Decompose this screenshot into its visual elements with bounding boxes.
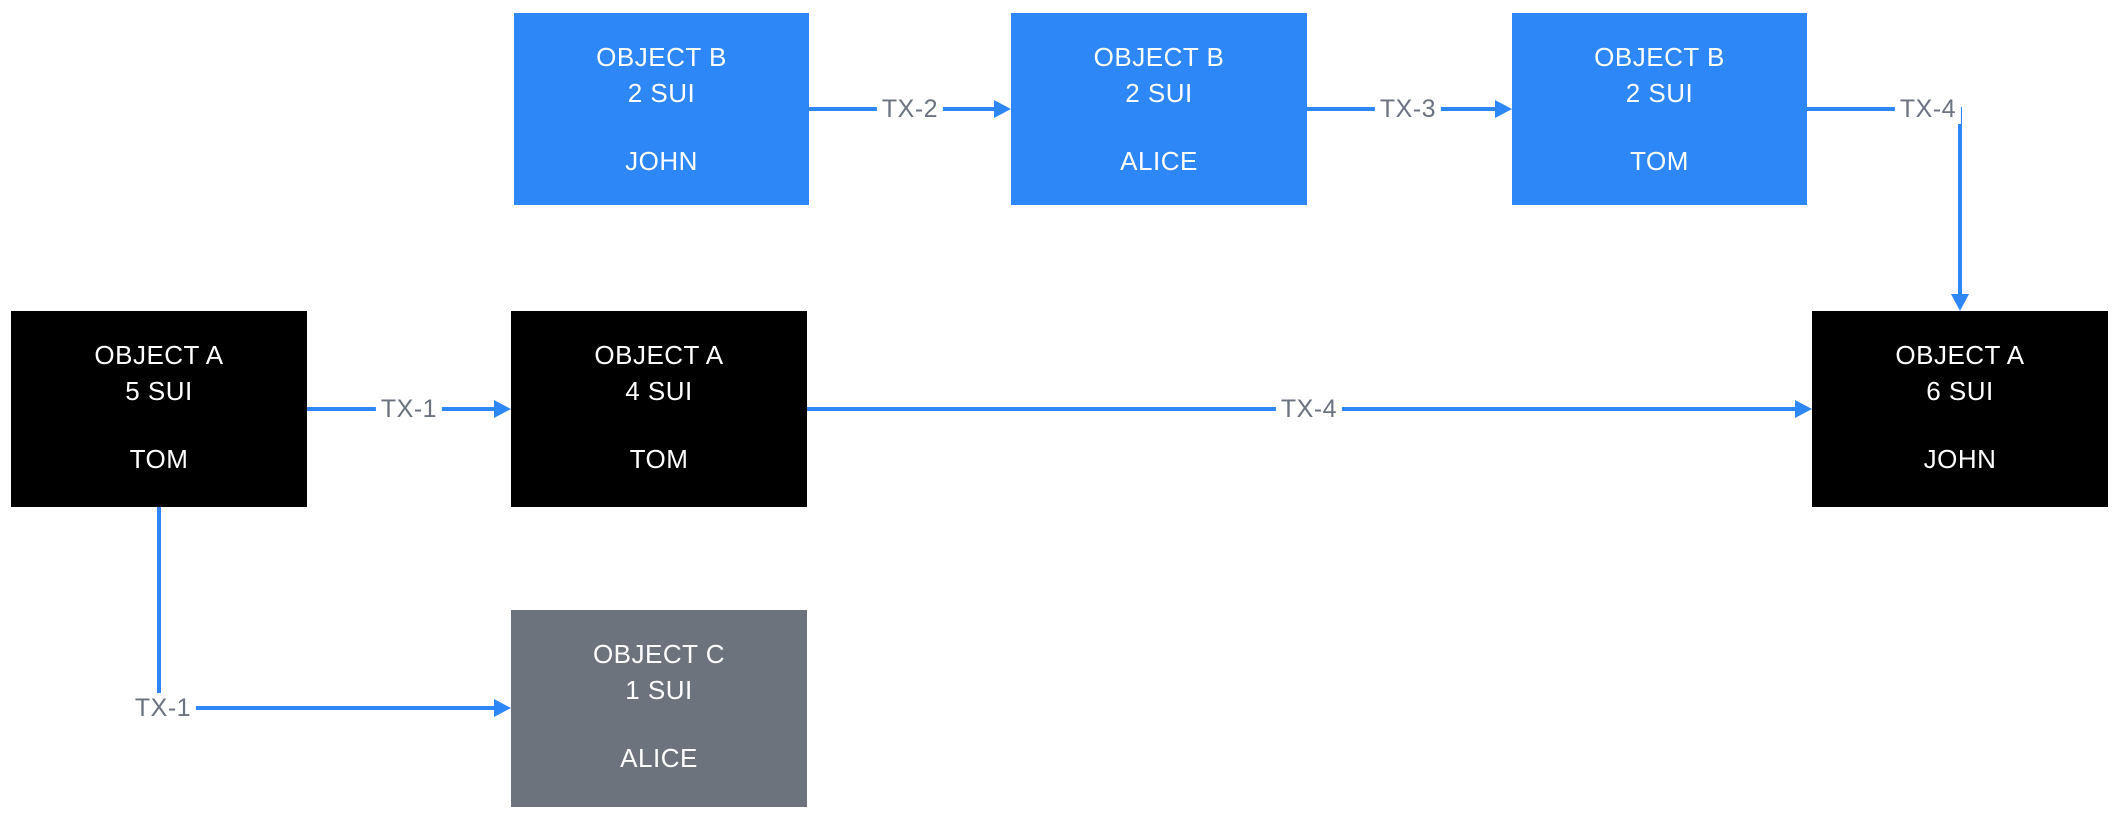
node-object-a-5-tom: OBJECT A 5 SUI TOM [11, 311, 307, 507]
node-title: OBJECT B [1594, 42, 1725, 72]
node-owner: TOM [1630, 146, 1689, 176]
tx1-edge-label: TX-1 [375, 394, 443, 424]
tx3-edge-label: TX-3 [1374, 94, 1442, 124]
node-title: OBJECT B [1093, 42, 1225, 72]
tx1-bottom-edge-label: TX-1 [129, 693, 197, 723]
tx3-arrowhead-icon [1495, 100, 1512, 118]
node-title: OBJECT A [594, 340, 724, 370]
node-amount: 6 SUI [1926, 376, 1994, 406]
node-object-b-alice: OBJECT B 2 SUI ALICE [1011, 13, 1307, 205]
node-title: OBJECT A [94, 340, 224, 370]
tx4-mid-edge-label: TX-4 [1275, 394, 1343, 424]
tx1-arrowhead-icon [494, 400, 511, 418]
tx1-bottom-line-horizontal [157, 706, 496, 710]
tx1-bottom-line-vertical [157, 507, 161, 710]
node-owner: TOM [129, 444, 189, 474]
node-object-b-john: OBJECT B 2 SUI JOHN [514, 13, 809, 205]
node-owner: JOHN [1923, 444, 1997, 474]
tx4-top-arrowhead-icon [1951, 294, 1969, 311]
node-amount: 2 SUI [1125, 78, 1193, 108]
tx1-bottom-arrowhead-icon [494, 699, 511, 717]
node-title: OBJECT B [596, 42, 727, 72]
tx4-top-edge-label: TX-4 [1894, 94, 1962, 124]
tx4-top-line-horizontal [1807, 107, 1962, 111]
node-amount: 4 SUI [625, 376, 693, 406]
node-owner: JOHN [625, 146, 698, 176]
node-amount: 2 SUI [627, 78, 696, 108]
node-owner: TOM [629, 444, 689, 474]
tx2-arrowhead-icon [994, 100, 1011, 118]
node-object-a-4-tom: OBJECT A 4 SUI TOM [511, 311, 807, 507]
node-title: OBJECT C [592, 639, 726, 669]
node-amount: 2 SUI [1625, 78, 1694, 108]
tx4-top-line-vertical [1958, 107, 1962, 296]
node-object-c-alice: OBJECT C 1 SUI ALICE [511, 610, 807, 807]
node-amount: 5 SUI [125, 376, 193, 406]
node-title: OBJECT A [1895, 340, 2025, 370]
tx4-mid-arrowhead-icon [1795, 400, 1812, 418]
node-amount: 1 SUI [625, 675, 693, 705]
node-object-a-6-john: OBJECT A 6 SUI JOHN [1812, 311, 2108, 507]
node-owner: ALICE [620, 743, 698, 773]
tx2-edge-label: TX-2 [876, 94, 944, 124]
node-owner: ALICE [1120, 146, 1198, 176]
node-object-b-tom: OBJECT B 2 SUI TOM [1512, 13, 1807, 205]
